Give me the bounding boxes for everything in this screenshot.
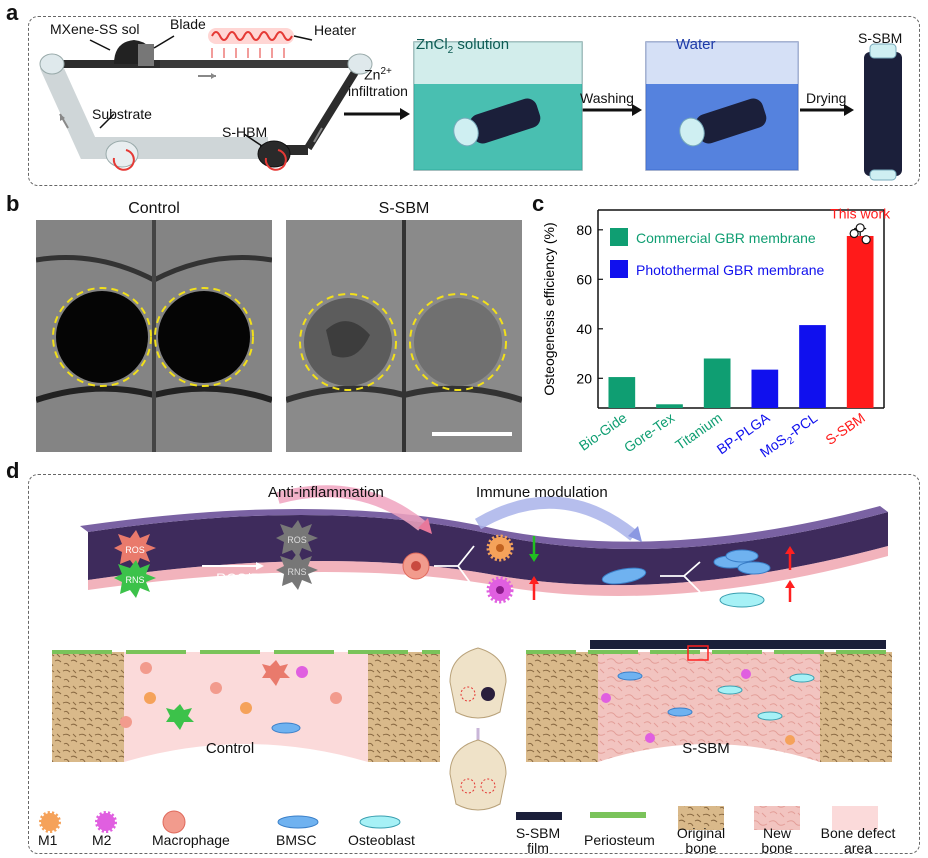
svg-text:RNS: RNS (287, 567, 306, 577)
bar-bio-gide (608, 377, 636, 408)
legend-osteoblast-icon (359, 815, 401, 829)
legend-osteoblast-label: Osteoblast (348, 832, 415, 848)
legend-macrophage-icon (162, 810, 186, 834)
legend-new-bone-icon (754, 806, 800, 830)
drying-label: Drying (806, 90, 847, 106)
legend-defect-area-icon (832, 806, 878, 830)
zncl2-tank (413, 41, 583, 171)
bmsc-icon (601, 567, 647, 585)
legend-photothermal-label: Photothermal GBR membrane (636, 262, 825, 278)
legend-m1-label: M1 (38, 832, 58, 848)
ssbm-defect-scene (526, 640, 892, 762)
legend-commercial-swatch (610, 228, 628, 246)
control-ct-image (36, 220, 272, 452)
mechanism-schematic: ROS RNS ROS RNS (39, 485, 892, 834)
legend-film-icon (516, 812, 562, 820)
ssbm-roll-icon (864, 43, 902, 181)
hbm-label: S-HBM (222, 124, 268, 140)
washing-label: Washing (580, 90, 634, 106)
legend-macrophage-label: Macrophage (152, 832, 230, 848)
ssbm-scene-label: S-SBM (682, 740, 730, 757)
this-work-label: This work (830, 206, 891, 222)
heater-icon (208, 28, 294, 58)
legend-periosteum-label: Periosteum (584, 832, 655, 848)
skull-icon (449, 739, 507, 811)
zncl2-label: ZnCl2 solution (416, 36, 510, 56)
y-tick-label: 80 (576, 222, 592, 238)
water-label: Water (676, 36, 716, 53)
rns-icon (114, 560, 156, 598)
panel-c-label: c (532, 191, 545, 216)
legend-commercial-label: Commercial GBR membrane (636, 230, 816, 246)
legend-bmsc-icon (277, 815, 319, 829)
skull-icon (449, 647, 507, 719)
bar-s-sbm (846, 235, 874, 408)
data-point (855, 223, 865, 233)
panel-a-frame (28, 16, 920, 186)
y-axis-label: Osteogenesis efficiency (%) (541, 222, 557, 395)
roller-icon (39, 53, 65, 75)
panel-a-label: a (6, 0, 19, 25)
anti-inflammation-label: Anti-inflammation (268, 484, 384, 501)
osteogenesis-chart: 20 40 60 80 Osteogenesis efficiency (%) Bio-G… (541, 206, 891, 461)
panel-b-label: b (6, 191, 20, 216)
x-tick-label: S-SBM (822, 409, 868, 448)
blade-label: Blade (170, 16, 206, 32)
y-tick-label: 60 (576, 271, 592, 287)
product-label: S-SBM (858, 30, 903, 46)
legend-m2-label: M2 (92, 832, 112, 848)
legend-m1-icon (39, 811, 61, 833)
data-point (861, 235, 871, 245)
blade-icon (138, 44, 154, 66)
ros-icon (114, 530, 156, 568)
panel-d-label: d (6, 458, 20, 483)
svg-text:ROS: ROS (287, 535, 307, 545)
legend-photothermal-swatch (610, 260, 628, 278)
roller-icon (347, 53, 373, 75)
ssbm-ct-image (286, 220, 522, 452)
ssbm-image-title: S-SBM (378, 200, 430, 217)
rns-text: RNS (125, 575, 144, 585)
panel-d-frame (28, 474, 920, 854)
control-defect-scene (52, 650, 440, 762)
legend-periosteum-icon (590, 812, 646, 818)
ros-text: ROS (125, 545, 145, 555)
x-tick-label: Gore-Tex (621, 409, 677, 455)
bar-mos2-pcl (799, 325, 826, 408)
scale-bar (432, 432, 512, 436)
x-tick-label: Bio-Gide (576, 409, 630, 453)
substrate-belt (39, 59, 268, 159)
rns-scavenged-icon (276, 552, 318, 590)
legend-original-bone-icon (678, 806, 724, 830)
legend-bmsc-label: BMSC (276, 832, 317, 848)
legend-m2-icon (95, 811, 117, 833)
water-tank (645, 41, 799, 171)
bar-titanium (703, 358, 731, 408)
control-image-title: Control (128, 200, 180, 217)
y-tick-label: 20 (576, 370, 592, 386)
y-tick-label: 40 (576, 321, 592, 337)
osteoblast-icon (719, 592, 765, 608)
immune-modulation-label: Immune modulation (476, 484, 608, 501)
substrate-label: Substrate (92, 106, 152, 122)
heater-label: Heater (314, 22, 357, 38)
fabrication-schematic (39, 28, 902, 181)
ros-scavenged-icon (276, 520, 318, 558)
zn-infiltration-label: Zn2+ infiltration (348, 66, 408, 99)
bar-bp-plga (751, 369, 779, 408)
sol-label: MXene-SS sol (50, 21, 140, 37)
control-scene-label: Control (205, 740, 255, 757)
data-point (849, 228, 859, 239)
bar-gore-tex (656, 404, 683, 408)
